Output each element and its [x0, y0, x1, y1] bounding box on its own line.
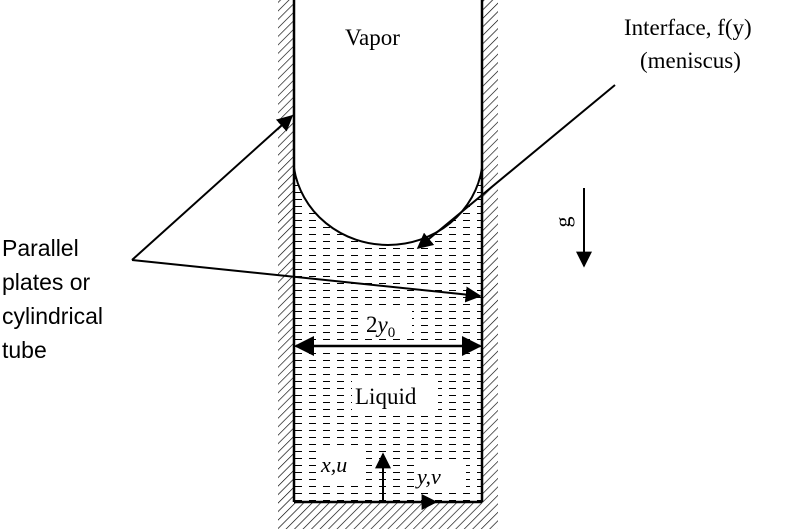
width-label: 2y0: [366, 312, 395, 341]
plates-label-line1: Parallel: [2, 235, 79, 261]
interface-label-line1: Interface, f(y): [624, 15, 752, 40]
plates-arrow-left-wall: [131, 114, 294, 261]
interface-label-line2: (meniscus): [640, 48, 741, 73]
vapor-label: Vapor: [345, 25, 400, 50]
plates-label-line3: cylindrical: [2, 303, 103, 329]
bottom-wall-hatching: [278, 502, 498, 529]
liquid-label-bg: [352, 378, 438, 414]
axis-x-label: x,u: [320, 452, 347, 477]
plates-arrow-right-wall: [131, 259, 482, 303]
plates-label-line2: plates or: [2, 269, 91, 295]
plates-label-line4: tube: [2, 337, 47, 363]
axis-y-label: y,v: [415, 464, 441, 489]
interface-arrow: [416, 84, 616, 250]
gravity-label: g: [550, 217, 575, 228]
axis-y-label-bg: [414, 462, 466, 492]
axis-x-label-bg: [318, 450, 366, 480]
liquid-label: Liquid: [355, 384, 417, 409]
right-wall-hatching: [482, 0, 498, 529]
left-wall-hatching: [278, 0, 294, 529]
width-label-bg: [362, 307, 412, 337]
meniscus-curve: [293, 167, 483, 246]
